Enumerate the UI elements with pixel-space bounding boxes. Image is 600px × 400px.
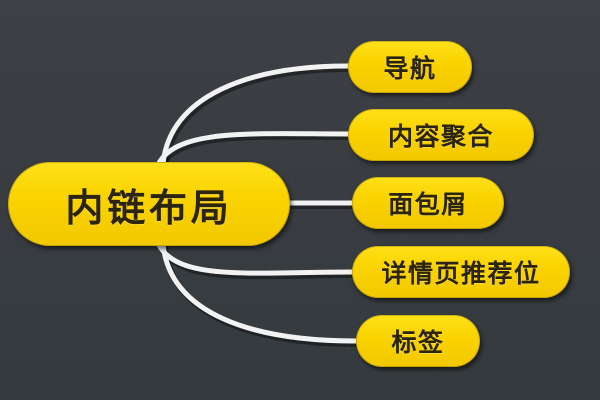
connector-root-to-branch-0	[160, 63, 351, 167]
branch-node-detail-page-recommendation[interactable]: 详情页推荐位	[352, 246, 570, 298]
connector-root-to-branch-1	[155, 131, 351, 168]
root-node-inner-link-layout[interactable]: 内链布局	[8, 162, 290, 246]
connector-lines	[155, 63, 359, 344]
connector-shadow-0	[162, 66, 353, 170]
branch-node-navigation[interactable]: 导航	[348, 41, 472, 93]
branch-node-tag[interactable]: 标签	[356, 315, 480, 367]
branch-node-content-aggregation[interactable]: 内容聚合	[348, 109, 534, 161]
branch-node-breadcrumb[interactable]: 面包屑	[352, 177, 504, 229]
connector-root-to-branch-4	[160, 241, 359, 344]
connector-shadow-1	[157, 133, 353, 171]
